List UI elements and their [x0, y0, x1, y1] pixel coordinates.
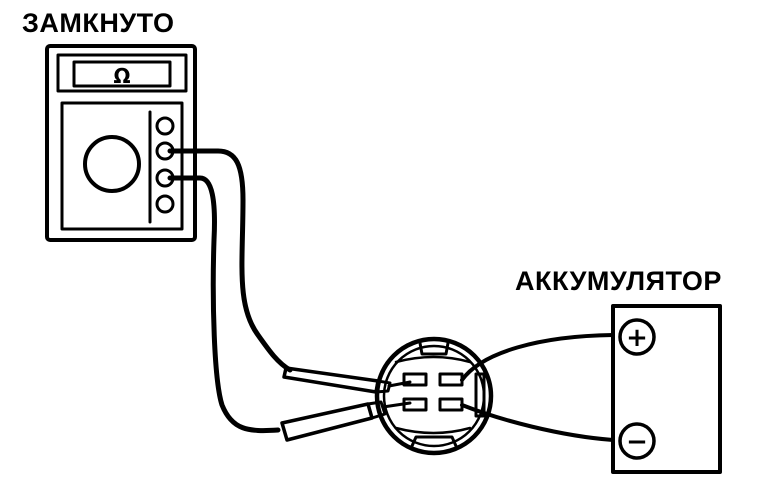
battery-leads [460, 333, 615, 442]
meter-jack-4 [155, 194, 175, 214]
plus-symbol: + [626, 323, 648, 353]
terminal-3 [402, 397, 428, 412]
battery-icon [611, 304, 722, 474]
ohm-symbol: Ω [113, 64, 130, 88]
meter-jack-1 [155, 116, 175, 136]
terminal-4 [438, 397, 464, 412]
closed-status-label: ЗАМКНУТО [22, 8, 175, 38]
meter-leads [167, 148, 293, 434]
terminal-2 [438, 372, 464, 387]
terminal-1 [402, 372, 428, 387]
battery-label: АККУМУЛЯТОР [515, 266, 722, 296]
battery-positive-terminal [618, 318, 656, 356]
minus-symbol: − [626, 427, 648, 457]
connector-icon [374, 336, 494, 456]
multimeter-icon [45, 44, 197, 242]
battery-negative-terminal [618, 422, 656, 460]
